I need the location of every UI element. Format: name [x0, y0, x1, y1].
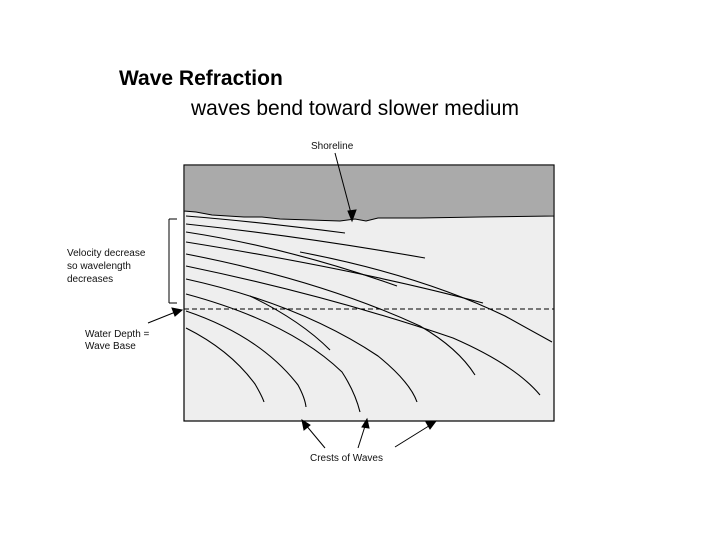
wave-crest	[185, 265, 541, 396]
water-depth-label-line1: Water Depth =	[85, 329, 150, 340]
crests-arrows	[301, 417, 438, 449]
wave-crest	[185, 241, 484, 304]
wave-crest	[185, 327, 265, 403]
wave-crest	[185, 231, 398, 287]
slide-title: Wave Refraction	[119, 67, 283, 90]
velocity-label-line3: decreases	[67, 274, 114, 285]
velocity-bracket	[168, 218, 177, 304]
wave-crests	[185, 215, 553, 413]
wave-crest	[185, 223, 426, 259]
water-depth-arrow	[147, 307, 184, 324]
velocity-label-line2: so wavelength	[67, 261, 131, 272]
slide-subtitle: waves bend toward slower medium	[191, 97, 519, 120]
shoreline-arrow	[334, 152, 357, 223]
crests-label: Crests of Waves	[310, 453, 383, 464]
wave-crest	[185, 278, 418, 403]
wave-crest	[185, 253, 476, 376]
wave-crest	[185, 215, 346, 234]
water-depth-label-line2: Wave Base	[85, 341, 136, 352]
shoreline-label: Shoreline	[311, 141, 354, 152]
wave-crest	[299, 251, 553, 343]
wave-crest	[249, 295, 331, 351]
shore-land	[183, 164, 555, 222]
velocity-label-line1: Velocity decrease	[67, 248, 146, 259]
wave-crest	[185, 293, 361, 413]
wave-crest	[185, 310, 307, 408]
